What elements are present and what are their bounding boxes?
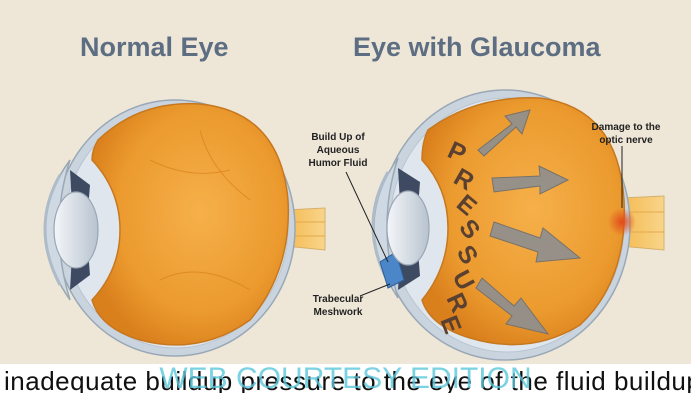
trabecular-line-1: Trabecular — [313, 294, 364, 305]
title-eye-with-glaucoma: Eye with Glaucoma — [353, 32, 601, 63]
glaucoma-lens — [387, 191, 429, 265]
normal-lens — [54, 192, 98, 268]
build-up-line-1: Build Up of — [311, 132, 365, 143]
damage-line-1: Damage to the — [592, 122, 661, 133]
damage-line-2: optic nerve — [599, 135, 653, 146]
build-up-line-3: Humor Fluid — [309, 158, 368, 169]
watermark: WEB COURTESY EDITION — [0, 364, 691, 393]
title-normal-eye: Normal Eye — [80, 32, 229, 63]
optic-nerve-damage — [608, 208, 636, 236]
caption-bar: inadequate buildup pressure to the eye o… — [0, 364, 691, 393]
normal-vitreous — [92, 104, 288, 345]
build-up-line-2: Aqueous — [317, 145, 360, 156]
trabecular-line-2: Meshwork — [314, 307, 363, 318]
